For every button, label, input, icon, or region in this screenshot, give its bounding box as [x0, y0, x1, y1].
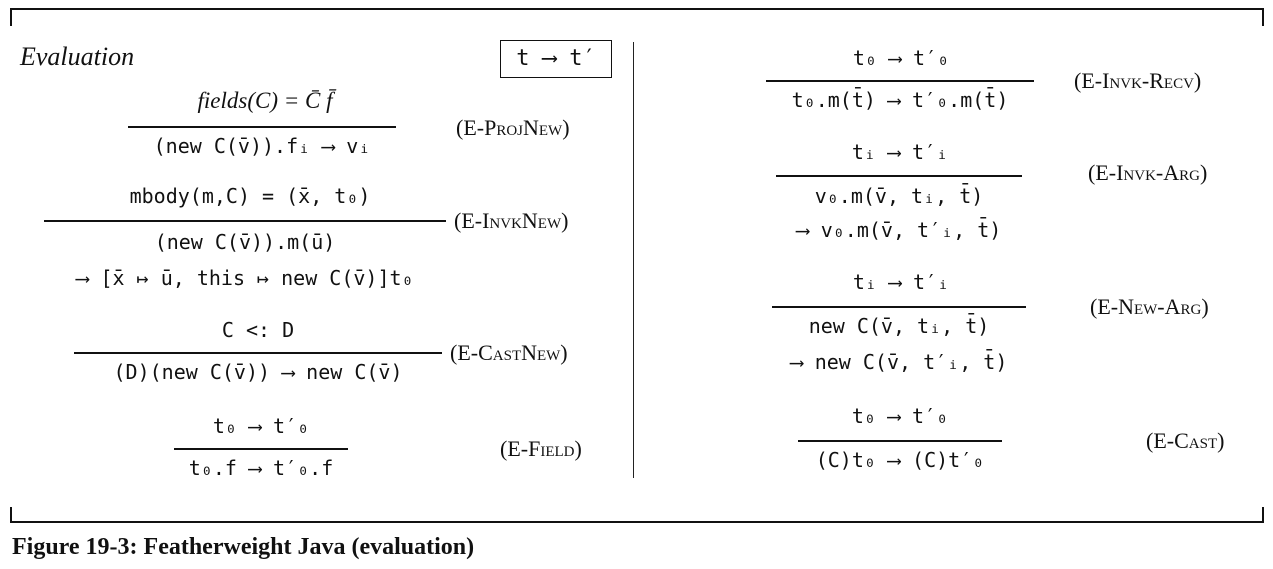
inference-line [174, 448, 348, 450]
rule-name: (E-New-Arg) [1090, 294, 1209, 319]
rule-name: (E-InvkNew) [454, 208, 569, 233]
rule-premise: fields(C) = C̄ f̄ [197, 88, 333, 113]
rule-conclusion: ⟶ [x̄ ↦ ū, this ↦ new C(v̄)]t₀ [76, 266, 414, 290]
inference-line [128, 126, 396, 128]
rule-premise: C <: D [221, 318, 295, 342]
rule-premise: tᵢ ⟶ t′ᵢ [852, 270, 950, 294]
inference-line [74, 352, 442, 354]
inference-line [776, 175, 1022, 177]
column-divider [633, 42, 634, 478]
rule-conclusion: ⟶ new C(v̄, t′ᵢ, t̄) [790, 350, 1008, 374]
rule-conclusion: ⟶ v₀.m(v̄, t′ᵢ, t̄) [796, 218, 1002, 242]
inference-line [772, 306, 1026, 308]
rule-conclusion: new C(v̄, tᵢ, t̄) [808, 314, 990, 338]
figure-frame-top [10, 8, 1264, 26]
rule-conclusion: v₀.m(v̄, tᵢ, t̄) [814, 184, 984, 208]
rule-premise: mbody(m,C) = (x̄, t₀) [129, 184, 371, 208]
figure-caption: Figure 19-3: Featherweight Java (evaluat… [12, 534, 475, 560]
rule-conclusion: (new C(v̄)).fᵢ ⟶ vᵢ [153, 134, 371, 158]
rule-name: (E-CastNew) [450, 340, 568, 365]
judgment-box: t ⟶ t′ [500, 40, 612, 78]
figure-frame-bottom [10, 507, 1264, 523]
rule-conclusion: t₀.m(t̄) ⟶ t′₀.m(t̄) [791, 88, 1009, 112]
rule-conclusion: (new C(v̄)).m(ū) [154, 230, 336, 254]
rule-premise: tᵢ ⟶ t′ᵢ [851, 140, 949, 164]
rule-conclusion: t₀.f ⟶ t′₀.f [188, 456, 334, 480]
rule-premise: t₀ ⟶ t′₀ [212, 414, 310, 438]
rule-name: (E-ProjNew) [456, 115, 570, 140]
inference-line [766, 80, 1034, 82]
rule-name: (E-Cast) [1146, 428, 1225, 453]
rule-conclusion: (D)(new C(v̄)) ⟶ new C(v̄) [113, 360, 403, 384]
rule-name: (E-Field) [500, 436, 582, 461]
rule-premise: t₀ ⟶ t′₀ [852, 46, 950, 70]
inference-line [798, 440, 1002, 442]
inference-line [44, 220, 446, 222]
rule-premise: t₀ ⟶ t′₀ [851, 404, 949, 428]
rule-name: (E-Invk-Arg) [1088, 160, 1208, 185]
section-heading: Evaluation [20, 42, 135, 71]
rule-name: (E-Invk-Recv) [1074, 68, 1202, 93]
rule-conclusion: (C)t₀ ⟶ (C)t′₀ [815, 448, 985, 472]
